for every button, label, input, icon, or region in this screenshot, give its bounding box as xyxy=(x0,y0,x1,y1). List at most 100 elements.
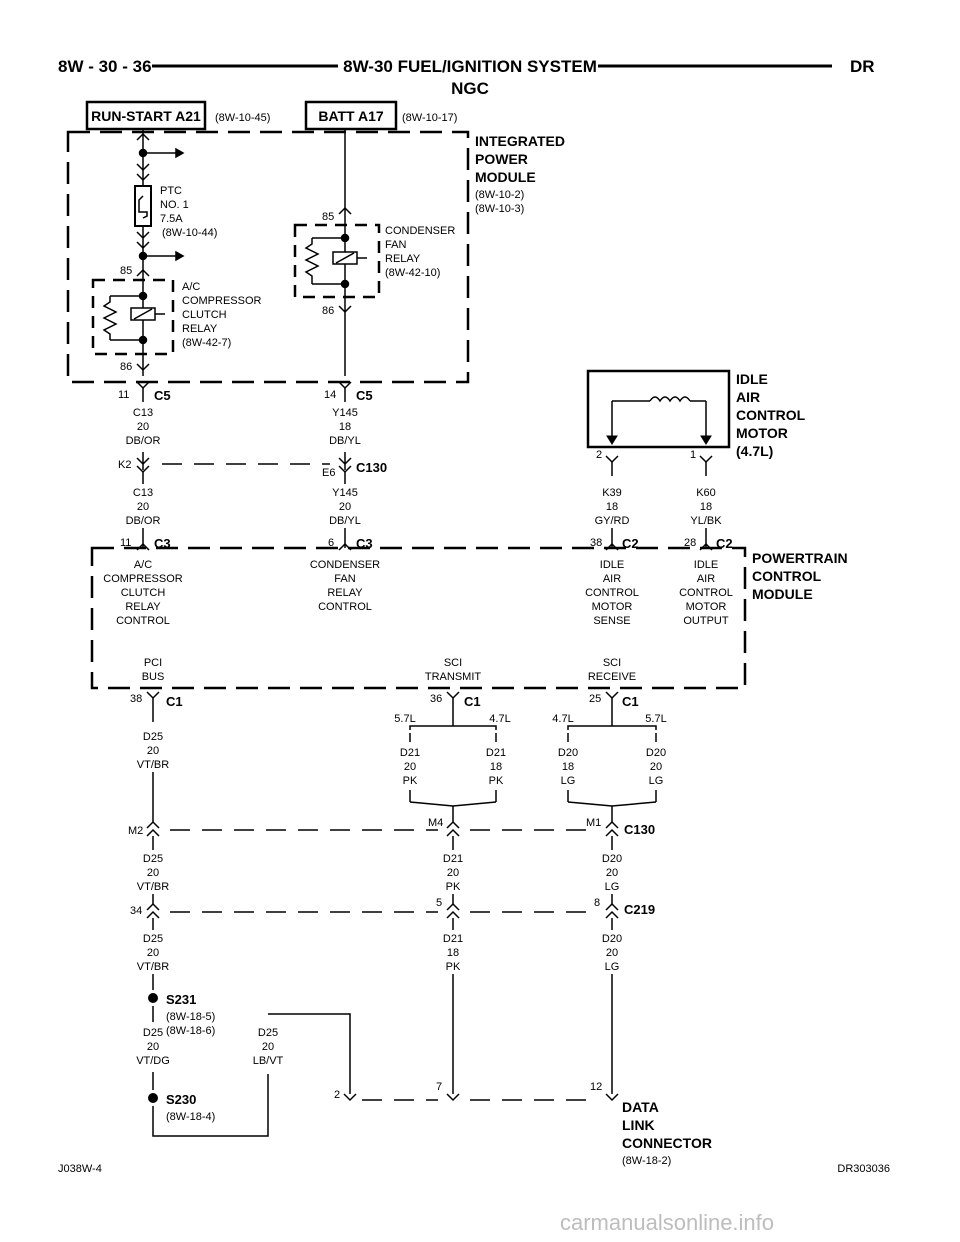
pcm-ac-3: CLUTCH xyxy=(121,587,166,599)
dlc-label-2: LINK xyxy=(622,1117,655,1133)
wire-d25-3-color: VT/BR xyxy=(137,961,169,973)
wire-d20-3-gauge: 20 xyxy=(606,947,618,959)
pcm-io-2: AIR xyxy=(697,573,715,585)
c1-wiring xyxy=(146,691,657,822)
ac-relay-pin-85: 85 xyxy=(120,265,132,277)
pcm-ac-1: A/C xyxy=(134,559,152,571)
splice-s231-dot xyxy=(148,993,158,1003)
wire-d25-3: D25 xyxy=(143,933,163,945)
wire-d21-3: D21 xyxy=(443,933,463,945)
pcm-cf-4: CONTROL xyxy=(318,601,372,613)
pcm-io-5: OUTPUT xyxy=(683,615,729,627)
iac-label-5: (4.7L) xyxy=(736,443,773,459)
pcm-io-4: MOTOR xyxy=(686,601,727,613)
c1-label-right: C1 xyxy=(622,694,639,709)
pcm-label-3: MODULE xyxy=(752,586,813,602)
c219 xyxy=(146,894,619,930)
dlc-pin-2: 2 xyxy=(334,1089,340,1101)
wire-y145-2-color: DB/YL xyxy=(329,515,361,527)
c5-pin-11: 11 xyxy=(118,389,129,401)
ipm-ref-1: (8W-10-2) xyxy=(475,189,524,201)
fuse-label-1: PTC xyxy=(160,185,182,197)
pcm-c2-pin-28: 28 xyxy=(684,537,696,549)
wire-k39: K39 xyxy=(602,487,622,499)
power-sources: RUN-START A21 (8W-10-45) BATT A17 (8W-10… xyxy=(85,100,457,131)
engine-47l-b: 4.7L xyxy=(552,713,573,725)
wire-d20-a: D20 xyxy=(558,747,578,759)
fan-relay-label-1: CONDENSER xyxy=(385,225,455,237)
ac-relay-circuit xyxy=(91,129,185,390)
ac-relay-pin-86: 86 xyxy=(120,361,132,373)
c130-pin-m1: M1 xyxy=(586,817,601,829)
iac-label-4: MOTOR xyxy=(736,425,788,441)
wire-d25-2-gauge: 20 xyxy=(147,867,159,879)
wire-d20-3-color: LG xyxy=(605,961,620,973)
wire-d20-a-gauge: 18 xyxy=(562,761,574,773)
c219-label: C219 xyxy=(624,902,655,917)
pcm-scr-2: RECEIVE xyxy=(588,671,636,683)
ac-relay-label-3: CLUTCH xyxy=(182,309,227,321)
wire-k60-gauge: 18 xyxy=(700,501,712,513)
watermark: carmanualsonline.info xyxy=(560,1210,775,1235)
page-header: 8W - 30 - 36 8W-30 FUEL/IGNITION SYSTEM … xyxy=(58,57,875,98)
splice-s230-dot xyxy=(148,1093,158,1103)
wire-d25-2-color: VT/BR xyxy=(137,881,169,893)
c219-pin-8: 8 xyxy=(594,897,600,909)
pcm-is-4: MOTOR xyxy=(592,601,633,613)
wire-c13-2-color: DB/OR xyxy=(126,515,161,527)
ac-relay-label-2: COMPRESSOR xyxy=(182,295,262,307)
integrated-power-module: INTEGRATED POWER MODULE (8W-10-2) (8W-10… xyxy=(66,130,565,384)
wire-c13-2-gauge: 20 xyxy=(137,501,149,513)
pcm-pci-1: PCI xyxy=(144,657,162,669)
wire-d20-2-color: LG xyxy=(605,881,620,893)
pcm-c2-pin-38: 38 xyxy=(590,537,602,549)
fan-relay-label-2: FAN xyxy=(385,239,406,251)
splice-and-dlc-wiring xyxy=(152,974,619,1137)
pcm-cf-1: CONDENSER xyxy=(310,559,380,571)
pcm-ac-5: CONTROL xyxy=(116,615,170,627)
fan-relay-pin-86: 86 xyxy=(322,305,334,317)
pcm-pci-2: BUS xyxy=(142,671,165,683)
dlc-label-1: DATA xyxy=(622,1099,659,1115)
c130-pin-m4: M4 xyxy=(428,817,443,829)
ipm-label-3: MODULE xyxy=(475,169,536,185)
footer-right-code: DR303036 xyxy=(837,1163,890,1175)
pcm-is-1: IDLE xyxy=(600,559,624,571)
pcm-label-2: CONTROL xyxy=(752,568,822,584)
fuse-label-3: 7.5A xyxy=(160,213,183,225)
pcm-io-3: CONTROL xyxy=(679,587,733,599)
iac-pin-1: 1 xyxy=(690,449,696,461)
ac-relay-label-4: RELAY xyxy=(182,323,218,335)
wire-d21-3-gauge: 18 xyxy=(447,947,459,959)
wire-d25-4-gauge: 20 xyxy=(147,1041,159,1053)
wire-y145-1-color: DB/YL xyxy=(329,435,361,447)
page-subtitle: NGC xyxy=(451,79,489,98)
pcm-c3-label-right: C3 xyxy=(356,536,373,551)
pcm-c3-pin-6: 6 xyxy=(328,537,334,549)
fan-relay-pin-85: 85 xyxy=(322,211,334,223)
c130-pin-e6: E6 xyxy=(322,467,335,479)
wire-d21-a-gauge: 20 xyxy=(404,761,416,773)
wire-k60-color: YL/BK xyxy=(690,515,722,527)
wire-d20-b-gauge: 20 xyxy=(650,761,662,773)
wire-d21-3-color: PK xyxy=(446,961,461,973)
c219-pin-5: 5 xyxy=(436,897,442,909)
pcm-sct-1: SCI xyxy=(444,657,462,669)
ipm-ref-2: (8W-10-3) xyxy=(475,203,524,215)
engine-57l-b: 5.7L xyxy=(645,713,666,725)
wire-d21-2-gauge: 20 xyxy=(447,867,459,879)
dlc-pin-12: 12 xyxy=(590,1081,602,1093)
c130-lower-label: C130 xyxy=(624,822,655,837)
wire-d25-4: D25 xyxy=(143,1027,163,1039)
wire-c13-2: C13 xyxy=(133,487,153,499)
engine-57l-a: 5.7L xyxy=(394,713,415,725)
wire-d25-1-gauge: 20 xyxy=(147,745,159,757)
pcm-c3-label-left: C3 xyxy=(154,536,171,551)
wire-d25-1: D25 xyxy=(143,731,163,743)
c1-pin-36: 36 xyxy=(430,693,442,705)
wire-d21-2-color: PK xyxy=(446,881,461,893)
run-start-ref: (8W-10-45) xyxy=(215,112,270,124)
ipm-label-2: POWER xyxy=(475,151,528,167)
pcm-ac-2: COMPRESSOR xyxy=(103,573,183,585)
